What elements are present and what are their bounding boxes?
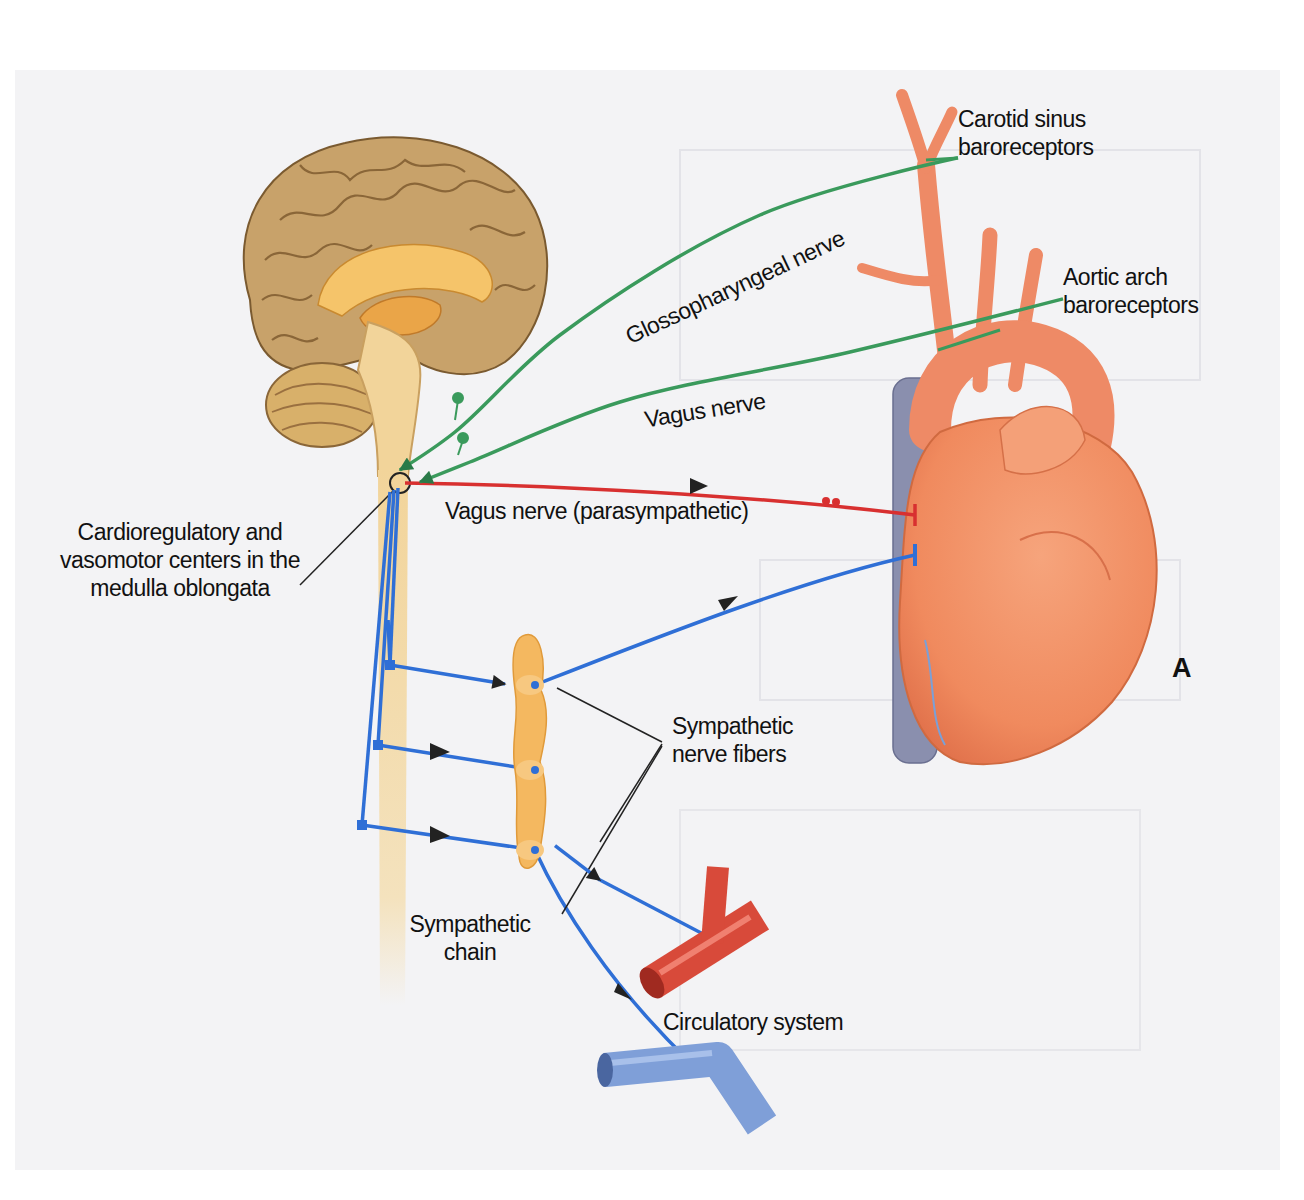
pulmonary-trunk [1000, 407, 1085, 474]
nerve-label: Sympathetic nerve fibers [672, 712, 812, 768]
afferent-fiber [926, 158, 958, 160]
gyrus-line [272, 335, 318, 341]
vein-lumen [597, 1053, 613, 1087]
artery-lumen [635, 963, 670, 1002]
sensory-ganglia [453, 393, 468, 455]
vascular-fiber [600, 880, 705, 935]
carotid-branch [902, 95, 926, 168]
node-text: Sympathetic chain [405, 910, 535, 966]
folia-line [282, 423, 362, 432]
page-background [15, 70, 1280, 1170]
arrowhead [690, 478, 708, 494]
receptor-label: Aortic arch baroreceptors [1063, 263, 1233, 341]
preganglionic-fiber [362, 825, 535, 850]
spinal-cord [378, 470, 408, 1005]
vagal-ganglion [822, 497, 830, 505]
gyrus-line [262, 295, 312, 300]
nerve-label: Vagus nerve (parasympathetic) [445, 497, 785, 525]
arrowhead [430, 743, 450, 760]
gyri [262, 160, 535, 341]
leader-line [600, 744, 662, 842]
synapse-dot [531, 766, 539, 774]
synapse-dot [531, 681, 539, 689]
cardiac-fiber [535, 555, 915, 685]
arrowhead [614, 983, 632, 1000]
arrowhead [718, 596, 738, 611]
sympathetic-chain-outline [505, 630, 555, 875]
chain-ganglion [516, 760, 544, 780]
coronary-vein [925, 640, 945, 745]
node-text: Cardioregulatory and vasomotor centers i… [40, 518, 320, 602]
sympathetic-fibers [362, 488, 915, 1062]
vein-highlight [610, 1053, 712, 1063]
leader-line [562, 746, 662, 914]
nerve-connector [388, 620, 505, 684]
fiber-origin [357, 820, 367, 830]
node-text: Carotid sinus baroreceptors [958, 105, 1138, 161]
artery-highlight [660, 917, 750, 973]
chain-ganglion [516, 840, 544, 860]
chain-ganglion [516, 675, 544, 695]
leader-line [300, 490, 394, 585]
chain-band [513, 634, 546, 868]
gyrus-line [495, 285, 535, 290]
fiber-origin [373, 740, 383, 750]
heart-contour [1020, 532, 1110, 580]
nerve-connector [555, 846, 600, 881]
gyrus-line [470, 226, 525, 236]
cerebellum-folia [272, 384, 372, 432]
artery-branch [1015, 255, 1036, 385]
folia-line [275, 384, 368, 395]
ganglion [458, 433, 468, 443]
fiber-origin [385, 660, 395, 670]
nerve-connector [420, 299, 1063, 482]
fiber-terminals [357, 544, 917, 1072]
arrowhead [430, 826, 450, 843]
circulatory-system: Circulatory system [600, 855, 860, 1135]
leader-line [557, 688, 662, 742]
node-text: Circulatory system [663, 1008, 863, 1036]
nerve-ending [913, 544, 917, 566]
nerve-connector [400, 158, 958, 470]
synapse-dot [531, 846, 539, 854]
vein [605, 1059, 762, 1125]
receptor-label: Carotid sinus baroreceptors [958, 105, 1138, 185]
cord-fiber [362, 492, 390, 825]
gyrus-line [300, 160, 465, 180]
preganglionic-fiber [378, 745, 535, 770]
leader-lines [557, 688, 662, 914]
gyrus-line [280, 181, 515, 220]
circulatory-system-outline [600, 855, 860, 1135]
artery-branch [712, 867, 718, 943]
artery-branch [862, 268, 938, 281]
ganglion [453, 393, 463, 403]
brain-center: Cardioregulatory and vasomotor centers i… [40, 470, 420, 620]
node-text: Aortic arch baroreceptors [1063, 263, 1233, 319]
panel-letter: A [1172, 652, 1212, 685]
afferent-fiber [938, 330, 1000, 350]
brainstem [358, 322, 420, 476]
vagal-ganglion [832, 498, 840, 506]
folia-line [272, 403, 372, 414]
nerve-ending [913, 504, 917, 526]
sympathetic-chain: Sympathetic chain [505, 630, 555, 875]
